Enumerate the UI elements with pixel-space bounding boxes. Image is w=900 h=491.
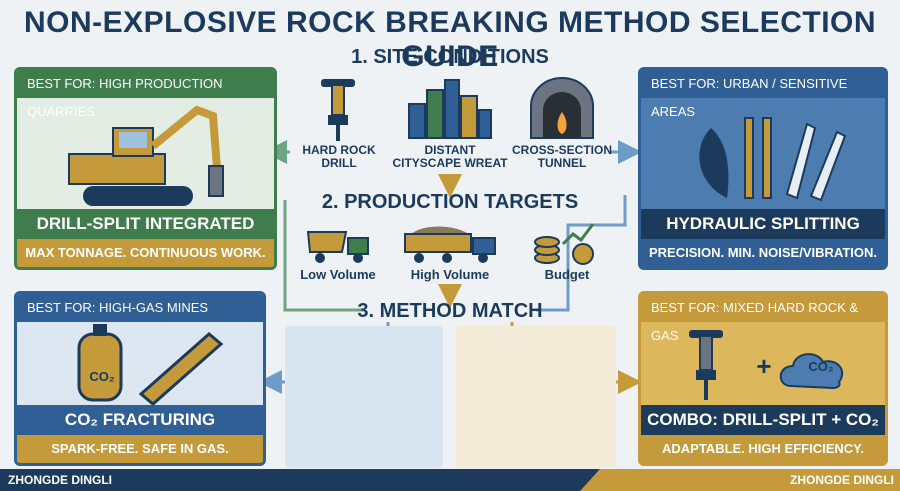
- card-co2-description: SPARK-FREE. SAFE IN GAS.: [17, 435, 263, 463]
- low-volume-label: Low Volume: [300, 267, 376, 282]
- card-hydraulic-name: HYDRAULIC SPLITTING: [641, 209, 885, 239]
- site-tunnel-label-line2: TUNNEL: [537, 156, 587, 170]
- card-drill-split: BEST FOR: HIGH PRODUCTION QUARRIES DRILL…: [14, 67, 277, 270]
- tunnel-icon: [530, 77, 594, 139]
- page-title: NON-EXPLOSIVE ROCK BREAKING METHOD SELEC…: [23, 6, 877, 73]
- step-site-conditions: 1. SITE CONDITIONS: [351, 46, 549, 68]
- site-city-label: DISTANT CITYSCAPE WREAT: [385, 144, 515, 170]
- card-drill-split-caption: BEST FOR: HIGH PRODUCTION QUARRIES: [17, 70, 274, 119]
- high-volume-truck-icon: [404, 226, 496, 263]
- budget-icon: [534, 223, 595, 265]
- hydraulic-wedge-icon: [699, 117, 847, 202]
- card-co2-name: CO₂ FRACTURING: [17, 405, 263, 435]
- step-production-targets: 2. PRODUCTION TARGETS: [321, 191, 579, 213]
- excavator-icon: [68, 105, 224, 206]
- co2-tank-label: CO₂: [89, 369, 115, 384]
- card-combo-name: COMBO: DRILL-SPLIT + CO₂: [641, 405, 885, 435]
- card-combo-description: ADAPTABLE. HIGH EFFICIENCY.: [641, 435, 885, 463]
- card-hydraulic: BEST FOR: URBAN / SENSITIVE AREAS HYDRAU…: [638, 67, 888, 270]
- combo-drill-icon: [689, 330, 844, 400]
- site-tunnel-label: CROSS-SECTION TUNNEL: [512, 144, 612, 170]
- co2-cloud-label: CO₂: [808, 359, 834, 374]
- connector-hydraulic-loop: [536, 195, 627, 312]
- method-match-panel-left: [285, 326, 443, 468]
- card-drill-split-description: MAX TONNAGE. CONTINUOUS WORK.: [17, 239, 274, 267]
- method-match-panel-right: [456, 326, 616, 468]
- hard-rock-drill-icon: [321, 79, 355, 141]
- high-volume-label: High Volume: [410, 267, 490, 282]
- brand-left: ZHONGDE DINGLI: [8, 473, 112, 487]
- card-hydraulic-description: PRECISION. MIN. NOISE/VIBRATION.: [641, 239, 885, 267]
- budget-label: Budget: [544, 267, 590, 282]
- cityscape-icon: [408, 79, 492, 139]
- connector-drill-split-loop: [283, 200, 365, 312]
- site-city-label-line2: CITYSCAPE WREAT: [392, 156, 508, 170]
- site-drill-label-line2: DRILL: [321, 156, 357, 170]
- site-tunnel-label-line1: CROSS-SECTION: [512, 143, 613, 157]
- combo-plus-label: +: [756, 351, 772, 381]
- card-drill-split-name: DRILL-SPLIT INTEGRATED: [17, 209, 274, 239]
- card-hydraulic-caption: BEST FOR: URBAN / SENSITIVE AREAS: [641, 70, 885, 119]
- site-city-label-line1: DISTANT: [424, 143, 476, 157]
- site-drill-label: HARD ROCK DRILL: [296, 144, 382, 170]
- co2-tank-icon: [77, 324, 224, 406]
- brand-right: ZHONGDE DINGLI: [790, 473, 894, 487]
- low-volume-truck-icon: [306, 231, 369, 263]
- card-co2-caption: BEST FOR: HIGH-GAS MINES: [17, 294, 263, 322]
- card-co2-fracturing: BEST FOR: HIGH-GAS MINES CO₂ CO₂ FRACTUR…: [14, 291, 266, 466]
- card-combo-caption: BEST FOR: MIXED HARD ROCK & GAS: [641, 294, 885, 343]
- card-combo: BEST FOR: MIXED HARD ROCK & GAS + CO₂ CO…: [638, 291, 888, 466]
- footer-accent: [580, 469, 900, 491]
- step-method-match: 3. METHOD MATCH: [357, 300, 543, 322]
- site-drill-label-line1: HARD ROCK: [302, 143, 376, 157]
